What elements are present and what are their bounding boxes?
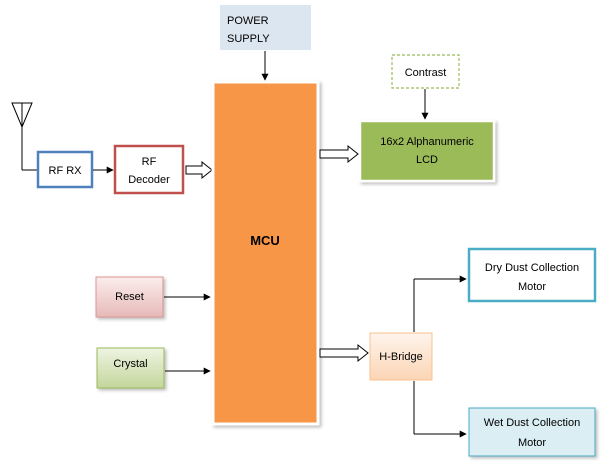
antenna-icon [11,102,37,171]
lcd-label-line1: 16x2 Alphanumeric [380,136,474,148]
mcu-to-hbridge-arrow [319,343,369,363]
wet-motor-label-line2: Motor [518,437,546,449]
lcd-label-line2: LCD [416,154,438,166]
decoder-to-mcu-arrow [185,160,213,180]
contrast-label: Contrast [405,67,447,79]
h-bridge-label: H-Bridge [379,351,422,363]
crystal-label: Crystal [113,358,147,370]
h-bridge-block: H-Bridge [369,332,433,381]
mcu-to-lcd-arrow [319,144,359,164]
rf-decoder-label-line2: Decoder [128,174,170,186]
power-supply-label-line1: POWER [227,15,269,27]
crystal-block: Crystal [96,347,165,389]
hbridge-motor-connections [413,275,467,438]
dry-motor-label-line1: Dry Dust Collection [485,262,579,274]
power-supply-block: POWER SUPPLY [220,5,311,50]
reset-label: Reset [115,291,144,303]
reset-block: Reset [95,276,164,318]
contrast-block: Contrast [391,54,460,89]
rf-decoder-block: RF Decoder [113,144,185,195]
wet-dust-motor-block: Wet Dust Collection Motor [468,407,596,457]
rf-decoder-label-line1: RF [142,156,157,168]
dry-dust-motor-block: Dry Dust Collection Motor [467,247,597,303]
dry-motor-label-line2: Motor [518,281,546,293]
mcu-label: MCU [250,233,280,248]
power-supply-label-line2: SUPPLY [227,33,270,45]
wet-motor-label-line1: Wet Dust Collection [484,417,580,429]
lcd-block: 16x2 Alphanumeric LCD [358,119,496,183]
rf-rx-block: RF RX [36,150,94,189]
rf-rx-label: RF RX [49,165,83,177]
mcu-block: MCU [211,80,320,426]
